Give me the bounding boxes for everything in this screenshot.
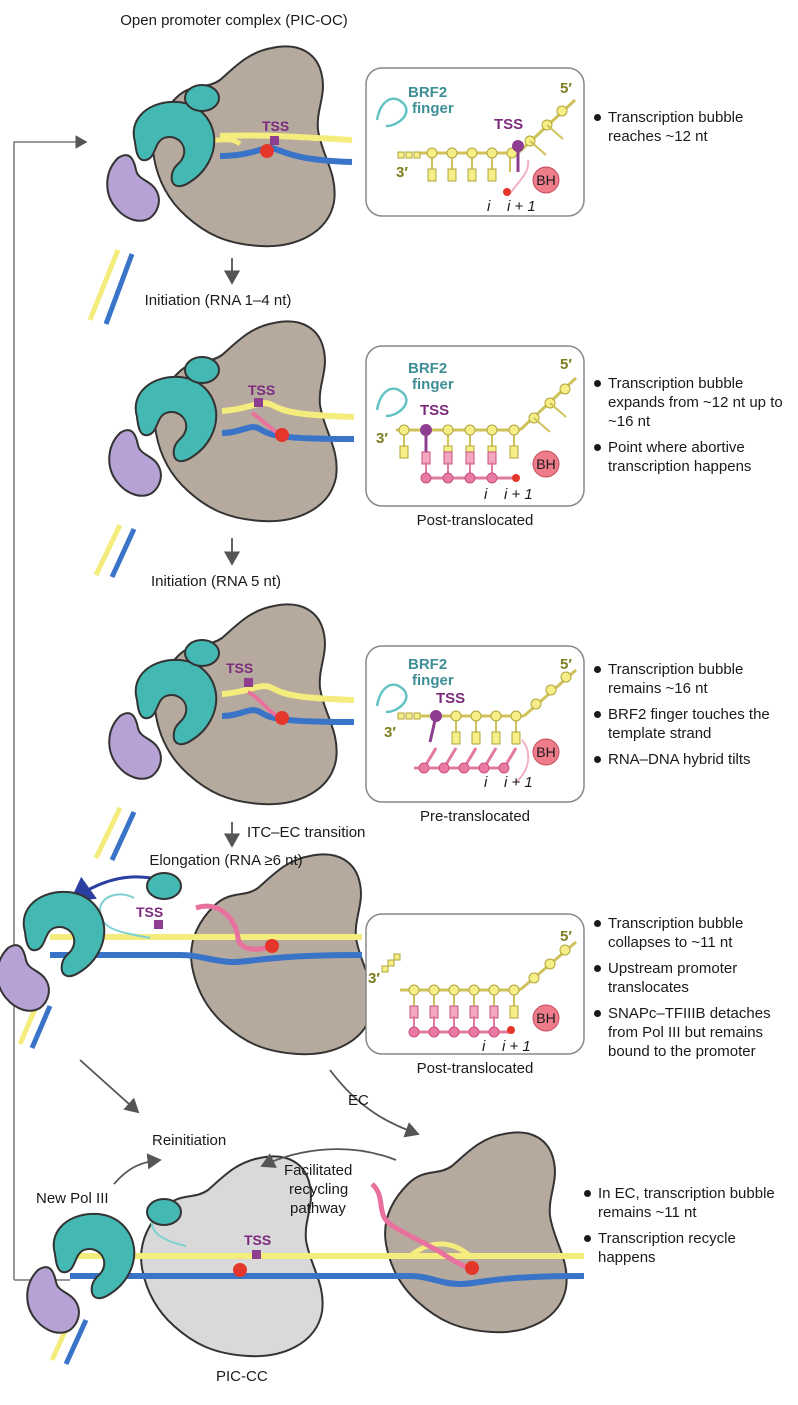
notes-stage1: Transcription bubble reaches ~12 nt (592, 108, 792, 153)
note-item: SNAPc–TFIIIB detaches from Pol III but r… (592, 1004, 792, 1061)
i-label: i (484, 486, 488, 503)
tss-label: TSS (494, 116, 524, 133)
i-plus-1-label: i + 1 (502, 1038, 531, 1055)
i-plus-1-label: i + 1 (504, 774, 533, 791)
bh-label: BH (536, 456, 556, 472)
tss-label: TSS (226, 660, 254, 676)
stage-title: Open promoter complex (PIC-OC) (120, 12, 348, 29)
initiation-1-4-complex (93, 320, 355, 579)
note-item: Transcription bubble reaches ~12 nt (592, 108, 792, 146)
note-item: In EC, transcription bubble remains ~11 … (582, 1184, 792, 1222)
i-label: i (482, 1038, 486, 1055)
note-item: Transcription bubble remains ~16 nt (592, 660, 792, 698)
note-item: Transcription bubble expands from ~12 nt… (592, 374, 792, 431)
inset-caption: Post-translocated (416, 1060, 534, 1077)
reinitiation-label: Reinitiation (152, 1132, 227, 1149)
facilitated-label: Facilitated (284, 1162, 353, 1179)
notes-stage4: Transcription bubble collapses to ~11 nt… (592, 914, 792, 1068)
five-prime-label: 5′ (560, 656, 572, 673)
i-plus-1-label: i + 1 (507, 198, 536, 215)
stage-title: Initiation (RNA 1–4 nt) (144, 292, 292, 309)
stage-title: Elongation (RNA ≥6 nt) (149, 852, 303, 869)
finger-label: finger (412, 376, 454, 393)
inset-box-stage2 (365, 345, 585, 507)
brf2-label: BRF2 (408, 656, 448, 673)
bh-label: BH (536, 172, 556, 188)
pic-oc-complex (87, 45, 353, 325)
tss-label: TSS (136, 904, 164, 920)
note-item: Upstream promoter translocates (592, 959, 792, 997)
five-prime-label: 5′ (560, 928, 572, 945)
inset-box-stage4 (365, 913, 585, 1055)
bh-label: BH (536, 744, 556, 760)
three-prime-label: 3′ (368, 970, 380, 987)
inset-box-stage1 (365, 67, 585, 217)
tss-label: TSS (248, 382, 276, 398)
transition-label: ITC–EC transition (247, 824, 366, 841)
brf2-label: BRF2 (408, 360, 448, 377)
three-prime-label: 3′ (384, 724, 396, 741)
notes-stage2: Transcription bubble expands from ~12 nt… (592, 374, 792, 483)
three-prime-label: 3′ (376, 430, 388, 447)
pathway-label: pathway (290, 1200, 346, 1217)
pic-cc-label: PIC-CC (216, 1368, 268, 1385)
notes-bottom: In EC, transcription bubble remains ~11 … (582, 1184, 792, 1274)
note-item: RNA–DNA hybrid tilts (592, 750, 792, 769)
recycling-label: recycling (289, 1181, 349, 1198)
inset-caption: Pre-translocated (419, 808, 531, 825)
note-item: BRF2 finger touches the template strand (592, 705, 792, 743)
inset-caption: Post-translocated (416, 512, 534, 529)
three-prime-label: 3′ (396, 164, 408, 181)
ec-label: EC (348, 1092, 369, 1109)
note-item: Transcription recycle happens (582, 1229, 792, 1267)
bh-label: BH (536, 1010, 556, 1026)
tss-label: TSS (436, 690, 466, 707)
i-plus-1-label: i + 1 (504, 486, 533, 503)
five-prime-label: 5′ (560, 356, 572, 373)
new-pol-label: New Pol III (36, 1190, 109, 1207)
note-item: Point where abortive transcription happe… (592, 438, 792, 476)
brf2-label: BRF2 (408, 84, 448, 101)
note-item: Transcription bubble collapses to ~11 nt (592, 914, 792, 952)
feedback-arrow-icon (13, 135, 88, 1280)
i-label: i (484, 774, 488, 791)
initiation-5-complex (93, 603, 355, 862)
i-label: i (487, 198, 491, 215)
five-prime-label: 5′ (560, 80, 572, 97)
inset-box-stage3 (365, 645, 585, 803)
pic-cc-complex (26, 1131, 585, 1366)
elongation-complex (0, 853, 374, 1056)
tss-label: TSS (420, 402, 450, 419)
stage-title: Initiation (RNA 5 nt) (150, 573, 282, 590)
tss-label: TSS (244, 1232, 272, 1248)
notes-stage3: Transcription bubble remains ~16 nt BRF2… (592, 660, 792, 776)
finger-label: finger (412, 100, 454, 117)
tss-label: TSS (262, 118, 290, 134)
finger-label: finger (412, 672, 454, 689)
